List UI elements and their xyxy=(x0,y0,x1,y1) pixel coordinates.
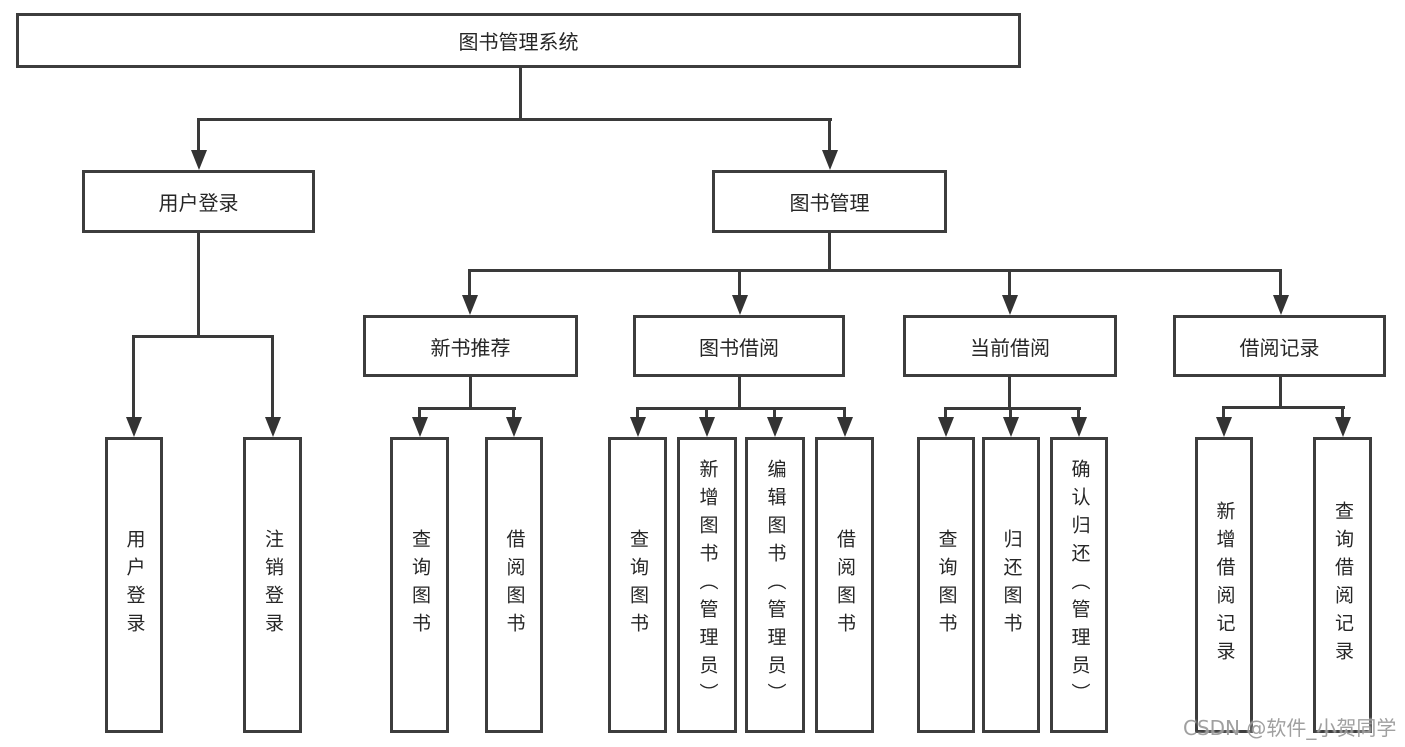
leaf-nb-borrow-books: 借阅图书 xyxy=(485,437,543,733)
connector-to-book-management xyxy=(828,118,831,154)
node-book-management-label: 图书管理 xyxy=(789,191,870,215)
arrowhead-bb-borrow-icon xyxy=(837,417,853,437)
leaf-br-add-record: 新增借阅记录 xyxy=(1195,437,1253,733)
node-user-login-label: 用户登录 xyxy=(158,191,239,215)
connector-to-user-login xyxy=(197,118,200,154)
node-book-borrow: 图书借阅 xyxy=(633,315,845,377)
connector-to-borrow-records xyxy=(1279,269,1282,297)
arrowhead-current-borrow-icon xyxy=(1002,295,1018,315)
connector-user-login-stem xyxy=(197,233,200,337)
leaf-cb-confirm-return-label: 确认归还（管理员） xyxy=(1068,459,1091,711)
arrowhead-br-add-icon xyxy=(1216,417,1232,437)
connector-to-new-book-recommend xyxy=(468,269,471,297)
connector-to-leaf-logout xyxy=(271,335,274,419)
connector-book-management-branch xyxy=(469,269,1282,272)
node-user-login: 用户登录 xyxy=(82,170,315,233)
connector-nb-branch xyxy=(418,407,516,410)
leaf-cb-confirm-return: 确认归还（管理员） xyxy=(1050,437,1108,733)
node-current-borrow: 当前借阅 xyxy=(903,315,1117,377)
arrowhead-book-management-icon xyxy=(822,150,838,170)
connector-root-branch xyxy=(198,118,832,121)
connector-to-br-query xyxy=(1341,406,1344,419)
arrowhead-nb-borrow-icon xyxy=(506,417,522,437)
leaf-bb-borrow-books: 借阅图书 xyxy=(815,437,874,733)
arrowhead-nb-query-icon xyxy=(412,417,428,437)
connector-br-branch xyxy=(1222,406,1345,409)
leaf-cb-return-books: 归还图书 xyxy=(982,437,1040,733)
node-current-borrow-label: 当前借阅 xyxy=(970,335,1050,360)
connector-bb-branch xyxy=(636,407,845,410)
leaf-cb-query-books-label: 查询图书 xyxy=(935,529,958,641)
leaf-nb-borrow-books-label: 借阅图书 xyxy=(503,529,526,641)
leaf-br-query-record-label: 查询借阅记录 xyxy=(1332,501,1354,669)
leaf-user-login: 用户登录 xyxy=(105,437,163,733)
connector-to-current-borrow xyxy=(1008,269,1011,297)
connector-nb-stem xyxy=(469,377,472,410)
arrowhead-bb-query-icon xyxy=(630,417,646,437)
node-borrow-records: 借阅记录 xyxy=(1173,315,1386,377)
connector-br-stem xyxy=(1279,377,1282,409)
connector-to-nb-borrow xyxy=(512,407,515,419)
connector-to-bb-borrow xyxy=(843,407,846,419)
arrowhead-book-borrow-icon xyxy=(732,295,748,315)
leaf-bb-borrow-books-label: 借阅图书 xyxy=(834,529,856,641)
arrowhead-leaf-logout-icon xyxy=(265,417,281,437)
leaf-logout-label: 注销登录 xyxy=(262,529,284,641)
leaf-cb-query-books: 查询图书 xyxy=(917,437,975,733)
leaf-br-query-record: 查询借阅记录 xyxy=(1313,437,1372,733)
leaf-nb-query-books: 查询图书 xyxy=(390,437,449,733)
connector-to-cb-confirm xyxy=(1077,407,1080,419)
node-book-borrow-label: 图书借阅 xyxy=(699,335,779,360)
leaf-bb-query-books-label: 查询图书 xyxy=(627,529,649,641)
connector-to-cb-query xyxy=(944,407,947,419)
leaf-bb-edit-books: 编辑图书（管理员） xyxy=(745,437,805,733)
node-borrow-records-label: 借阅记录 xyxy=(1239,335,1320,360)
arrowhead-cb-return-icon xyxy=(1003,417,1019,437)
connector-bb-stem xyxy=(738,377,741,410)
connector-to-nb-query xyxy=(418,407,421,419)
node-new-book-recommend-label: 新书推荐 xyxy=(430,335,511,360)
connector-to-br-add xyxy=(1222,406,1225,419)
arrowhead-borrow-records-icon xyxy=(1273,295,1289,315)
connector-user-login-branch xyxy=(133,335,274,338)
node-book-management: 图书管理 xyxy=(712,170,947,233)
leaf-bb-edit-books-label: 编辑图书（管理员） xyxy=(764,459,787,711)
arrowhead-new-book-recommend-icon xyxy=(462,295,478,315)
connector-to-cb-return xyxy=(1009,407,1012,419)
arrowhead-cb-confirm-icon xyxy=(1071,417,1087,437)
arrowhead-bb-edit-icon xyxy=(767,417,783,437)
node-root-label: 图书管理系统 xyxy=(458,30,579,54)
arrowhead-cb-query-icon xyxy=(938,417,954,437)
connector-to-bb-query xyxy=(636,407,639,419)
leaf-cb-return-books-label: 归还图书 xyxy=(1000,529,1023,641)
arrowhead-user-login-icon xyxy=(191,150,207,170)
leaf-user-login-label: 用户登录 xyxy=(123,529,146,641)
connector-to-bb-edit xyxy=(773,407,776,419)
leaf-bb-add-books: 新增图书（管理员） xyxy=(677,437,737,733)
arrowhead-br-query-icon xyxy=(1335,417,1351,437)
connector-to-leaf-user-login xyxy=(132,335,135,419)
csdn-watermark: CSDN @软件_小贺同学 xyxy=(1183,716,1397,740)
connector-root-stem xyxy=(519,66,522,120)
connector-cb-branch xyxy=(944,407,1081,410)
leaf-logout: 注销登录 xyxy=(243,437,302,733)
leaf-br-add-record-label: 新增借阅记录 xyxy=(1213,501,1236,669)
leaf-bb-query-books: 查询图书 xyxy=(608,437,667,733)
connector-cb-stem xyxy=(1008,377,1011,410)
connector-to-bb-add xyxy=(705,407,708,419)
node-root: 图书管理系统 xyxy=(16,13,1021,68)
leaf-nb-query-books-label: 查询图书 xyxy=(409,529,431,641)
connector-book-management-stem xyxy=(828,233,831,272)
node-new-book-recommend: 新书推荐 xyxy=(363,315,578,377)
leaf-bb-add-books-label: 新增图书（管理员） xyxy=(696,459,719,711)
arrowhead-leaf-user-login-icon xyxy=(126,417,142,437)
arrowhead-bb-add-icon xyxy=(699,417,715,437)
connector-to-book-borrow xyxy=(738,269,741,297)
